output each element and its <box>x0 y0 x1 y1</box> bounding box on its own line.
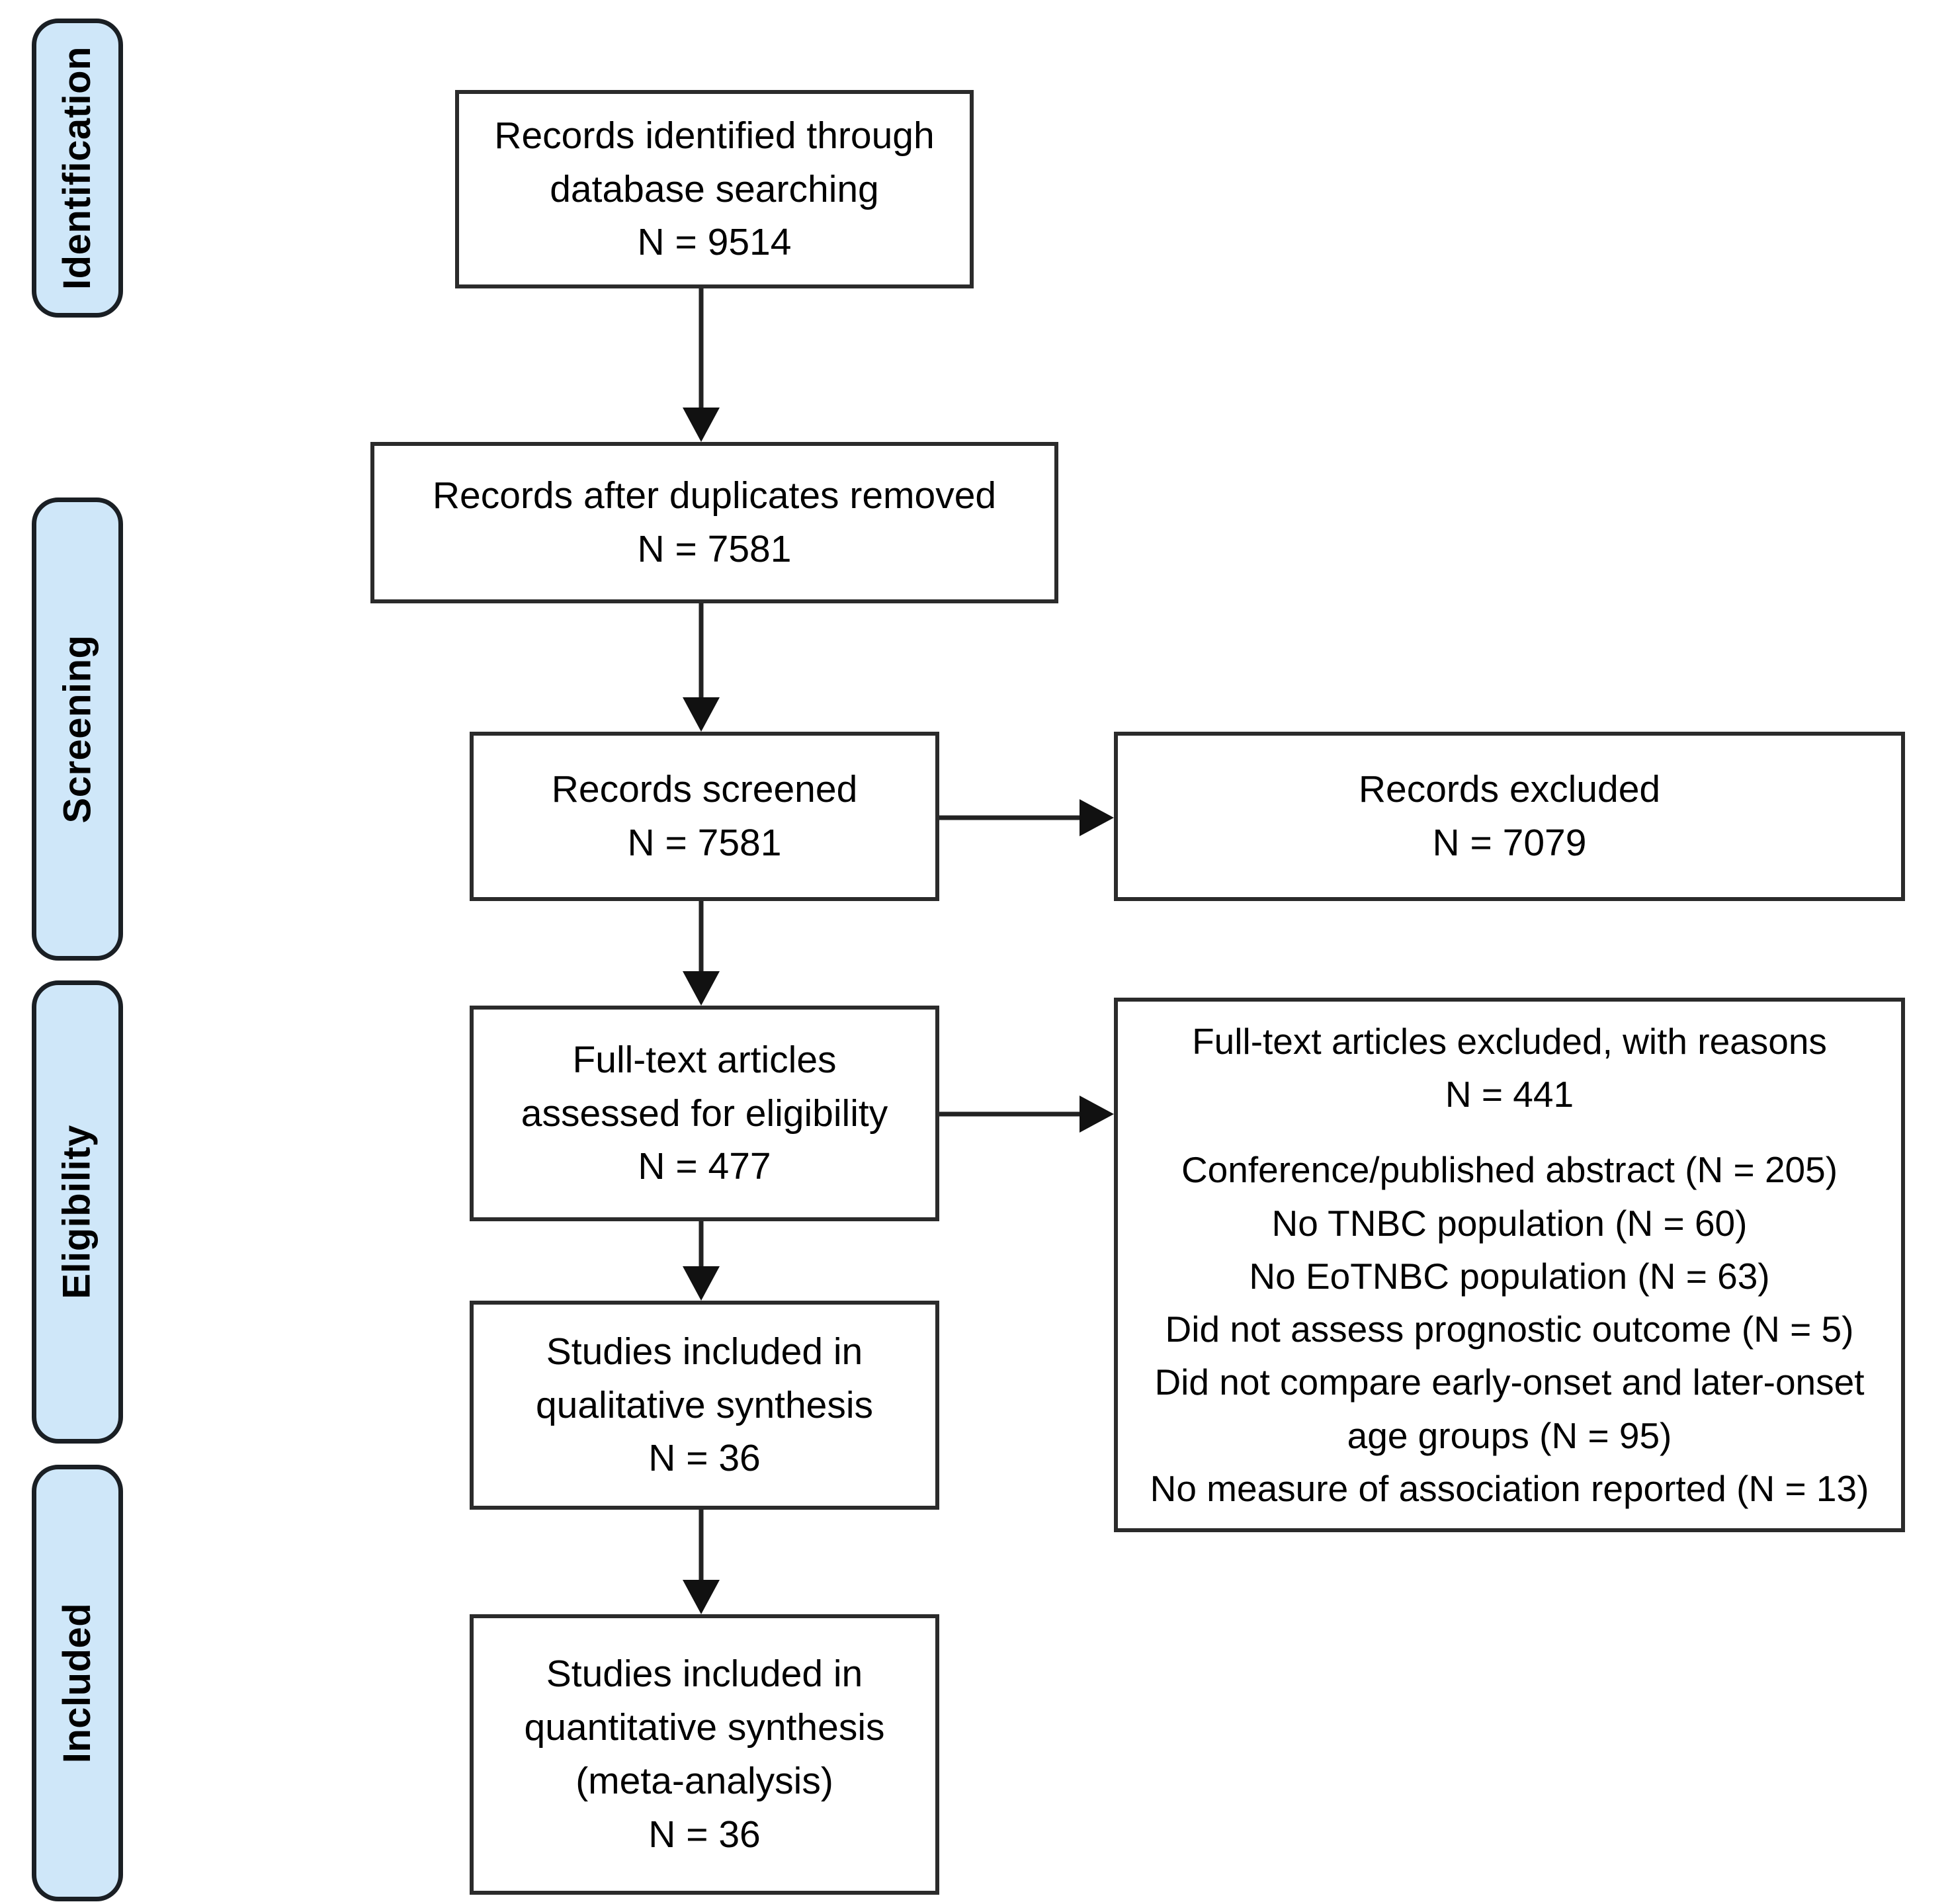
exclusion-total: N = 441 <box>1445 1073 1574 1115</box>
box-records-screened: Records screened N = 7581 <box>470 732 939 901</box>
exclusion-reason: Did not assess prognostic outcome (N = 5… <box>1165 1309 1854 1350</box>
stage-label-screening: Screening <box>56 634 99 824</box>
arrow-fulltext-to-excluded-reasons <box>938 1096 1114 1133</box>
arrow-duplicates-to-screened <box>683 602 720 732</box>
exclusion-reason: Did not compare early-onset and later-on… <box>1154 1362 1865 1403</box>
box-line: Studies included in <box>546 1653 863 1696</box>
box-line: assessed for eligibility <box>521 1092 888 1135</box>
box-line: (meta-analysis) <box>575 1760 833 1802</box>
exclusion-title: Full-text articles excluded, with reason… <box>1192 1020 1827 1062</box>
box-quantitative-synthesis: Studies included in quantitative synthes… <box>470 1614 939 1895</box>
box-line: database searching <box>550 167 879 210</box>
arrow-fulltext-to-qualitative <box>683 1221 720 1301</box>
box-duplicates-removed: Records after duplicates removed N = 758… <box>370 442 1058 603</box>
stage-chip-included: Included <box>32 1465 123 1901</box>
box-line: Records excluded <box>1358 768 1661 811</box>
box-count: N = 36 <box>648 1813 761 1856</box>
stage-chip-identification: Identification <box>32 19 123 318</box>
box-line: Records screened <box>551 768 858 811</box>
box-line: Full-text articles <box>572 1038 837 1081</box>
box-count: N = 7581 <box>627 822 782 864</box>
exclusion-reason: No measure of association reported (N = … <box>1150 1468 1869 1510</box>
box-count: N = 7581 <box>637 528 792 570</box>
box-fulltext-excluded-reasons: Full-text articles excluded, with reason… <box>1114 998 1905 1532</box>
stage-chip-eligibility: Eligibility <box>32 980 123 1444</box>
box-count: N = 7079 <box>1432 822 1587 864</box>
box-line: qualitative synthesis <box>535 1383 874 1426</box>
arrow-screened-to-fulltext <box>683 901 720 1006</box>
box-qualitative-synthesis: Studies included in qualitative synthesi… <box>470 1301 939 1510</box>
box-line: Studies included in <box>546 1330 863 1373</box>
box-records-identified: Records identified through database sear… <box>455 90 974 288</box>
box-count: N = 36 <box>648 1437 761 1480</box>
stage-label-identification: Identification <box>56 46 99 290</box>
exclusion-reason: No EoTNBC population (N = 63) <box>1249 1255 1770 1297</box>
stage-chip-screening: Screening <box>32 498 123 961</box>
arrow-qualitative-to-quantitative <box>683 1510 720 1614</box>
box-line: quantitative synthesis <box>524 1706 885 1749</box>
exclusion-reason: Conference/published abstract (N = 205) <box>1181 1149 1838 1191</box>
arrow-screened-to-excluded <box>938 799 1114 836</box>
stage-label-eligibility: Eligibility <box>56 1125 99 1299</box>
box-count: N = 477 <box>638 1145 771 1188</box>
box-count: N = 9514 <box>637 221 792 264</box>
stage-label-included: Included <box>56 1602 99 1764</box>
box-line: Records identified through <box>494 114 935 157</box>
exclusion-reason: No TNBC population (N = 60) <box>1271 1202 1748 1244</box>
box-records-excluded: Records excluded N = 7079 <box>1114 732 1905 901</box>
exclusion-reason: age groups (N = 95) <box>1347 1414 1672 1456</box>
arrow-identified-to-duplicates <box>683 288 720 442</box>
box-line: Records after duplicates removed <box>432 474 997 517</box>
box-fulltext-assessed: Full-text articles assessed for eligibil… <box>470 1006 939 1221</box>
